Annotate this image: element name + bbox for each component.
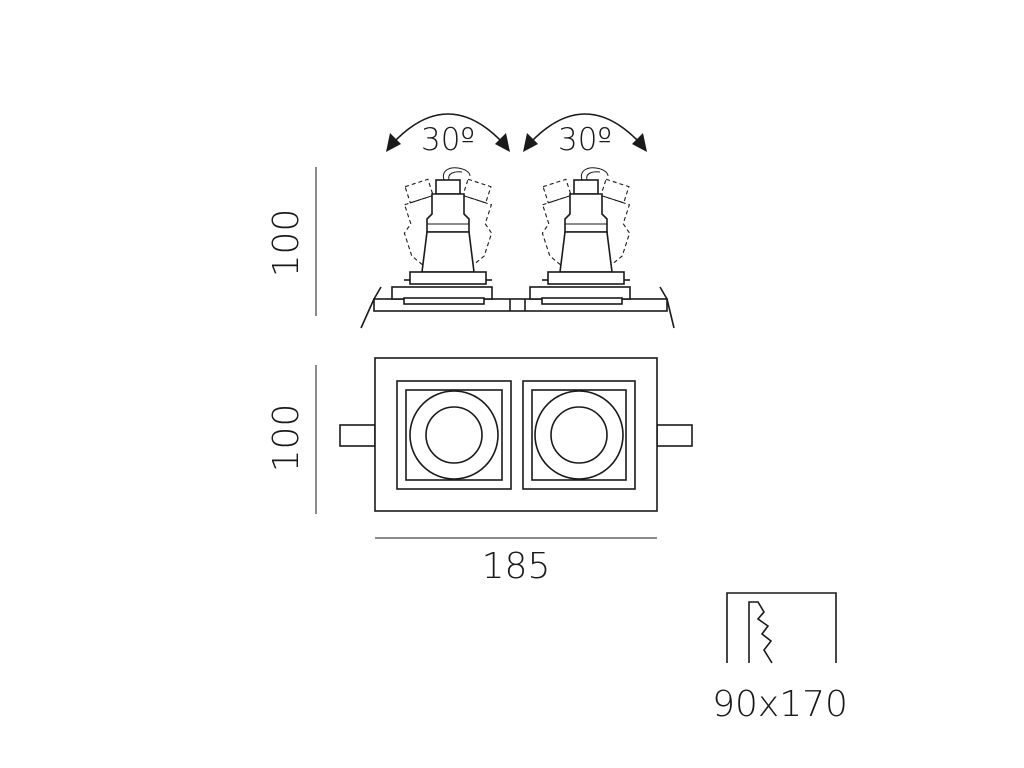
arrowhead-right-icon (632, 133, 647, 152)
cutout-label: 90x170 (712, 684, 848, 725)
cutout-icon: 90x170 (712, 592, 848, 725)
light-cell-right (522, 380, 636, 490)
rotation-arc-right-icon (530, 113, 640, 143)
side-height-label: 100 (266, 209, 307, 278)
arrowhead-left-icon (523, 133, 538, 152)
rotation-label-right: 30º (558, 122, 612, 158)
front-view: 100 185 (266, 357, 693, 587)
lamp-module-left (391, 167, 493, 305)
front-height-label: 100 (266, 404, 307, 473)
rotation-label-left: 30º (421, 122, 475, 158)
width-label: 185 (482, 546, 551, 587)
outer-frame (374, 357, 658, 512)
rotation-indicator-right: 30º (523, 113, 647, 158)
side-view: 30º 30º 100 (266, 113, 675, 329)
rotation-arc-left-icon (393, 113, 503, 143)
rotation-indicator-left: 30º (386, 113, 510, 158)
arrowhead-left-icon (386, 133, 401, 152)
clip-left (339, 424, 376, 447)
lamp-module-right (529, 167, 631, 305)
clip-right (656, 424, 693, 447)
arrowhead-right-icon (495, 133, 510, 152)
light-cell-left (396, 380, 512, 490)
